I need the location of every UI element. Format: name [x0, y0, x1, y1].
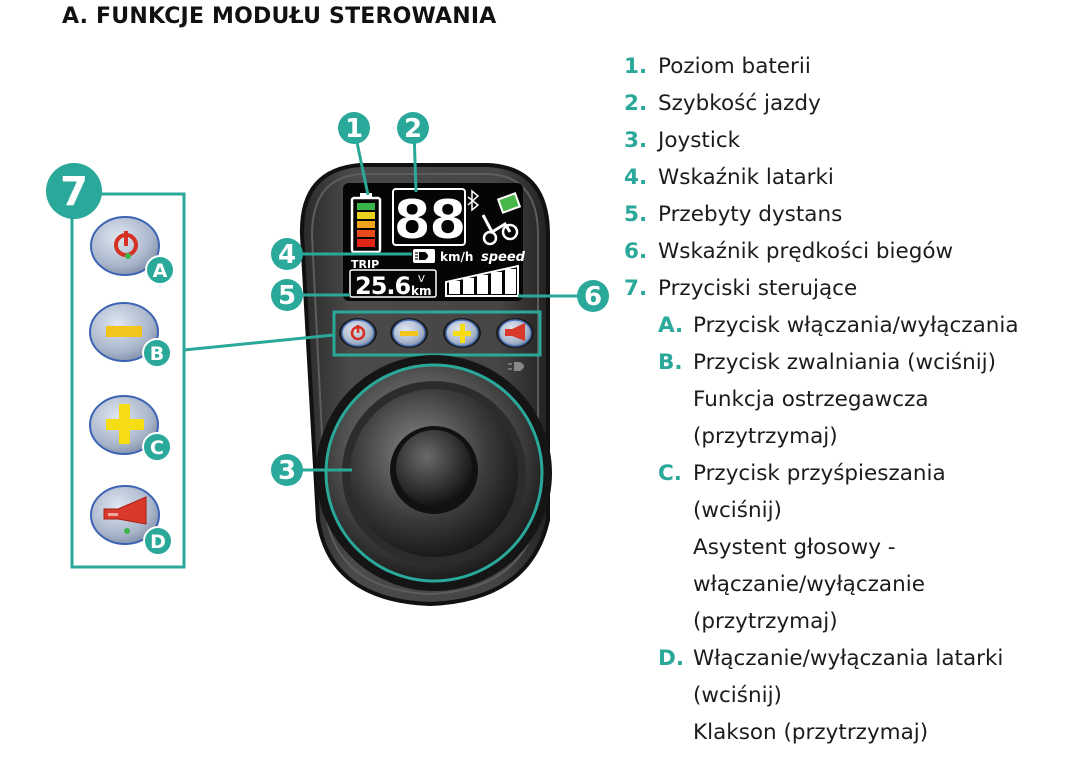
- callout-1: 1: [338, 112, 370, 144]
- trip-display: TRIP 25.6 V km: [349, 258, 437, 300]
- legend-item-7: 7.Przyciski sterujące: [624, 276, 858, 301]
- bluetooth-icon: [467, 189, 480, 212]
- speed-digits: 88: [393, 188, 464, 251]
- letter-badge-c: [142, 432, 172, 462]
- callout-2: 2: [397, 112, 429, 144]
- speed-unit: km/h: [440, 250, 473, 264]
- callout-4: 4: [271, 238, 303, 270]
- letter-badge-d: [143, 526, 173, 556]
- letter-badge-a: [145, 255, 175, 285]
- callout-3: 3: [271, 454, 303, 486]
- legend-item-4: 4.Wskaźnik latarki: [624, 165, 834, 190]
- lcd-screen: [343, 183, 523, 301]
- panel-horn-button[interactable]: D: [90, 485, 173, 556]
- svg-text:B: B: [150, 343, 164, 365]
- gear-bar: [491, 272, 502, 294]
- legend-sub-c-line: włączanie/wyłączanie: [693, 572, 925, 597]
- svg-text:D: D: [150, 531, 166, 553]
- battery-indicator: [350, 193, 382, 254]
- callout-7: 7: [46, 163, 102, 219]
- gear-bar: [505, 269, 516, 294]
- gear-bar: [449, 281, 460, 294]
- body-plus-button[interactable]: [443, 318, 481, 348]
- speed-word: speed: [481, 250, 526, 265]
- legend-sub-d: D.Włączanie/wyłączania latarki: [658, 646, 1004, 671]
- legend-sub-a: A.Przycisk włączania/wyłączania: [658, 313, 1019, 338]
- battery-bar: [357, 221, 375, 228]
- body-power-button[interactable]: [339, 318, 377, 348]
- legend-item-1: 1.Poziom baterii: [624, 54, 811, 79]
- svg-text:7: 7: [60, 169, 88, 215]
- wheelchair-icon: [481, 192, 522, 246]
- callout-6: 6: [577, 280, 609, 312]
- svg-text:3: 3: [278, 456, 296, 486]
- button-strip-frame: [332, 310, 542, 357]
- legend-sub-b-line: (przytrzymaj): [693, 424, 838, 449]
- svg-text:A: A: [153, 260, 168, 282]
- callout-5: 5: [271, 279, 303, 311]
- battery-bar: [357, 230, 375, 237]
- trip-unit-v: V: [418, 274, 425, 285]
- legend-item-5: 5.Przebyty dystans: [624, 202, 843, 227]
- gear-bar: [463, 278, 474, 294]
- headlight-mark-icon: [508, 362, 524, 371]
- legend-sub-c-line: (przytrzymaj): [693, 609, 838, 634]
- legend-sub-d-line: Klakson (przytrzymaj): [693, 720, 929, 745]
- legend-item-3: 3.Joystick: [624, 128, 741, 153]
- trip-label: TRIP: [351, 258, 379, 271]
- gear-bar: [477, 275, 488, 294]
- button-panel-frame: [70, 192, 186, 569]
- legend-sub-d-line: (wciśnij): [693, 683, 782, 708]
- panel-minus-button[interactable]: B: [89, 302, 172, 368]
- svg-text:1: 1: [345, 114, 363, 144]
- battery-bar: [357, 239, 375, 247]
- trip-unit-km: km: [411, 284, 431, 298]
- panel-power-button[interactable]: A: [90, 216, 175, 285]
- legend-sub-b-line: Funkcja ostrzegawcza: [693, 387, 929, 412]
- body-minus-button[interactable]: [390, 318, 428, 348]
- legend: 1.Poziom baterii 2.Szybkość jazdy 3.Joys…: [624, 48, 1074, 751]
- controller-diagram: 88 km/h speed TRIP 25.6 V km: [46, 112, 609, 607]
- headlight-indicator: [413, 249, 435, 263]
- legend-item-2: 2.Szybkość jazdy: [624, 91, 821, 116]
- svg-text:4: 4: [278, 240, 296, 270]
- trip-value: 25.6: [355, 272, 411, 300]
- svg-text:C: C: [150, 437, 164, 459]
- gear-speed-indicator: [445, 264, 519, 297]
- page-title: A. FUNKCJE MODUŁU STEROWANIA: [62, 4, 497, 29]
- svg-text:5: 5: [278, 281, 296, 311]
- body-horn-button[interactable]: [496, 318, 534, 348]
- legend-sub-c: C.Przycisk przyśpieszania: [658, 461, 946, 486]
- panel-plus-button[interactable]: C: [89, 395, 172, 462]
- battery-bar: [357, 212, 375, 219]
- joystick[interactable]: [316, 355, 552, 591]
- legend-sub-b: B.Przycisk zwalniania (wciśnij): [658, 350, 997, 375]
- legend-item-6: 6.Wskaźnik prędkości biegów: [624, 239, 954, 264]
- letter-badge-b: [142, 338, 172, 368]
- battery-bar: [357, 203, 375, 210]
- speed-display: 88: [392, 188, 467, 252]
- legend-sub-c-line: (wciśnij): [693, 498, 782, 523]
- svg-text:2: 2: [404, 114, 422, 144]
- svg-text:6: 6: [584, 282, 602, 312]
- legend-sub-c-line: Asystent głosowy -: [693, 535, 896, 560]
